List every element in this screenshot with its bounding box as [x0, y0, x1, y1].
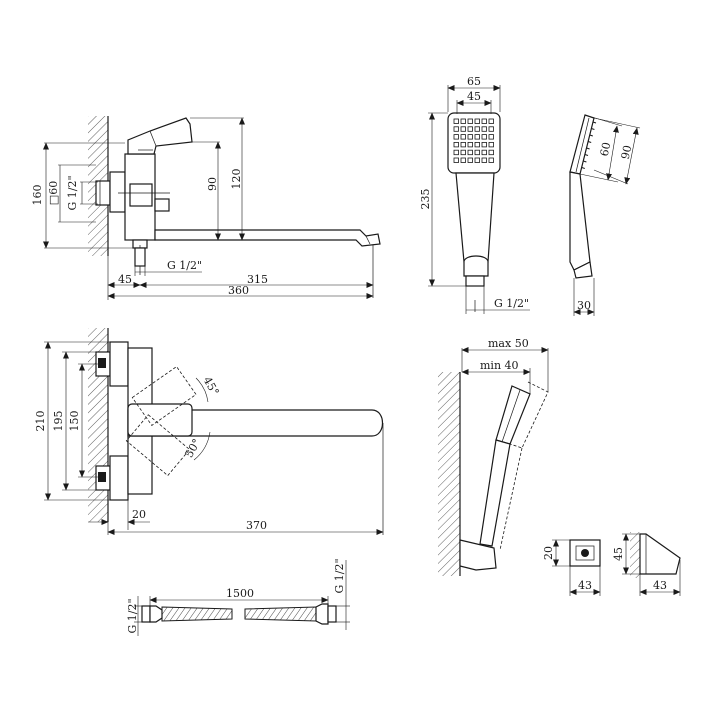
nozzle-tick [583, 160, 587, 163]
nozzle [467, 134, 473, 140]
hose-thread-left-label: G 1/2" [126, 598, 139, 633]
dim-370-label: 370 [246, 519, 267, 532]
nozzle [474, 149, 480, 156]
nozzle [453, 134, 459, 140]
handle-lever [127, 117, 193, 155]
hose-thread-right-label: G 1/2" [333, 558, 346, 593]
dim-45-label: 45 [118, 273, 132, 286]
nozzle [474, 134, 480, 140]
nozzle [460, 149, 466, 156]
nozzle [481, 141, 487, 148]
nozzle [460, 126, 466, 132]
mixer-top-view: 45° 50° 210 195 150 20 370 [34, 328, 384, 535]
dim-90-label: 90 [206, 177, 219, 191]
nozzle-tick [581, 167, 585, 169]
hand-shower-front-view: 65 45 235 G 1/2" [419, 75, 530, 314]
dim-45-profile-label: 45 [612, 547, 625, 561]
min-40-label: min 40 [480, 359, 519, 372]
dim-20-top-label: 20 [132, 508, 146, 521]
nozzle [460, 141, 466, 148]
holder-profile-body [639, 533, 681, 575]
shower-holder-side-view: max 50 min 40 [438, 337, 549, 576]
nozzle [467, 118, 473, 124]
dim-30-label: 30 [577, 299, 591, 312]
nozzle [467, 149, 473, 156]
dim-60-side-label: 60 [598, 141, 614, 157]
nozzle [474, 141, 480, 148]
nozzle [460, 157, 466, 163]
nozzle [481, 157, 487, 163]
nozzle [474, 126, 480, 132]
dim-315-label: 315 [247, 273, 268, 286]
nozzle [467, 126, 473, 132]
dim-150-label: 150 [68, 411, 81, 432]
nozzle [453, 157, 459, 163]
nozzle [474, 157, 480, 163]
holder-bracket [459, 539, 497, 571]
diverter-box [129, 183, 153, 207]
max-50-label: max 50 [488, 337, 529, 350]
dim-120-label: 120 [230, 169, 243, 190]
thread-left-label: G 1/2" [66, 175, 79, 210]
nozzle [474, 118, 480, 124]
hose-length-label: 1500 [226, 587, 254, 600]
nozzle [453, 149, 459, 156]
nozzle [488, 149, 494, 156]
thread-bottom-label: G 1/2" [167, 259, 202, 272]
hose-segment-right [244, 606, 317, 622]
dim-195-label: 195 [52, 411, 65, 432]
hose-view: G 1/2" 1500 G 1/2" [126, 558, 350, 636]
nozzle-tick [584, 154, 589, 156]
dim-43-profile-label: 43 [653, 579, 667, 592]
dim-45-front-label: 45 [467, 90, 481, 103]
nozzle [467, 141, 473, 148]
nozzle [467, 157, 473, 163]
nozzle [488, 157, 494, 163]
holder-front-view: 20 43 [542, 539, 601, 596]
nozzle-grid [453, 118, 494, 163]
angle-45-label: 45° [201, 375, 222, 398]
shower-thread-label: G 1/2" [494, 297, 529, 310]
mixer-side-view: 120 90 160 □60 G 1/2" G 1/2" 45 315 360 [31, 116, 381, 300]
nozzle-tick [588, 141, 592, 143]
nozzle [481, 126, 487, 132]
dim-65-label: 65 [467, 75, 481, 88]
nozzle [453, 126, 459, 132]
nozzle-tick [592, 121, 597, 124]
nozzle-tick [586, 147, 590, 150]
dim-360-label: 360 [228, 284, 249, 297]
dim-160-label: 160 [31, 185, 44, 206]
nozzle [453, 141, 459, 148]
nozzle [460, 134, 466, 140]
dim-square-60-label: □60 [47, 181, 60, 205]
nozzle [453, 118, 459, 124]
nozzle [488, 118, 494, 124]
nozzle-tick [591, 128, 595, 130]
dim-20-holder-label: 20 [542, 546, 555, 560]
shower-handle [455, 172, 495, 263]
shower-head-face [447, 112, 501, 174]
nozzle [481, 134, 487, 140]
hand-shower-side-view: 60 90 30 [569, 114, 641, 316]
shower-side-handle [569, 171, 591, 271]
nozzle-tick [589, 134, 593, 137]
hose-segment-left [161, 606, 233, 622]
dim-210-label: 210 [34, 411, 47, 432]
nozzle [488, 134, 494, 140]
angle-50-label: 50° [182, 437, 203, 460]
nozzle [481, 149, 487, 156]
nozzle [488, 126, 494, 132]
dim-90-side-label: 90 [619, 144, 635, 160]
spout [154, 229, 381, 247]
wall-hatch-holder [438, 372, 460, 576]
nozzle [488, 141, 494, 148]
side-nozzle-ticks [581, 121, 597, 169]
dim-43-holder-label: 43 [578, 579, 592, 592]
dim-235-label: 235 [419, 189, 432, 210]
nozzle [460, 118, 466, 124]
nozzle [481, 118, 487, 124]
holder-profile-view: 45 43 [612, 532, 681, 596]
